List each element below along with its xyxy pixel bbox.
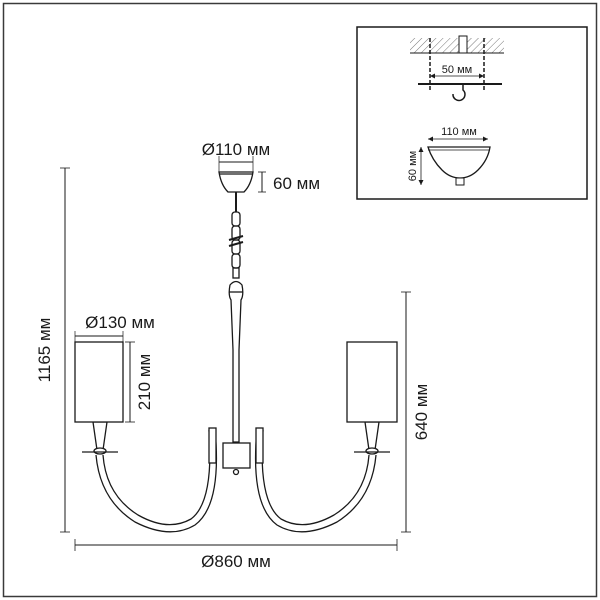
- right-arm: [254, 429, 377, 533]
- canopy: [218, 171, 254, 193]
- right-shade: [346, 341, 398, 423]
- stem: [228, 280, 244, 443]
- inset-mount-spacing-label: 50 мм: [442, 64, 472, 76]
- canopy-height-label: 60 мм: [273, 174, 320, 193]
- inset-canopy-width-label: 110 мм: [441, 126, 477, 138]
- shade-height-label: 210 мм: [135, 354, 154, 410]
- shade-diameter-label: Ø130 мм: [85, 313, 155, 332]
- canopy-diameter-label: Ø110 мм: [202, 140, 270, 159]
- inset-hook: [452, 84, 466, 102]
- inset-canopy-height-label: 60 мм: [407, 151, 419, 181]
- inset-mounting-detail: 50 мм 110 мм 60 мм: [356, 26, 588, 200]
- left-arm: [95, 429, 218, 533]
- chandelier-drawing: [74, 171, 398, 533]
- inset-ceiling-hatch: [410, 38, 504, 53]
- center-block: [222, 442, 251, 469]
- dimension-lines: [60, 156, 411, 551]
- overall-diameter-label: Ø860 мм: [201, 552, 271, 571]
- total-height-label: 1165 мм: [35, 318, 54, 383]
- left-shade: [74, 341, 124, 423]
- chain: [228, 211, 244, 269]
- body-height-label: 640 мм: [412, 384, 431, 440]
